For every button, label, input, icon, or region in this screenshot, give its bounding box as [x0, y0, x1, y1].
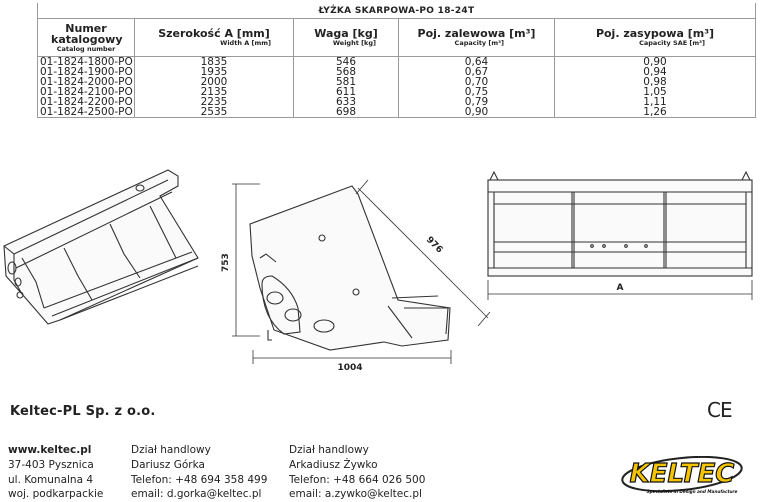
dim-depth-label: 1004 [337, 363, 362, 373]
address-region: woj. podkarpackie [8, 488, 104, 501]
bucket-isometric-view [3, 169, 199, 325]
dimension-lines [232, 179, 491, 364]
technical-drawing: 753 1004 976 A [3, 169, 753, 373]
table-cell: 1,11 [554, 97, 756, 107]
contact-sales-1: Dział handlowy Dariusz Górka Telefon: +4… [131, 443, 267, 502]
header-capacity: Poj. zalewowa [m³]Capacity [m³] [398, 18, 555, 57]
table-cell: 2535 [134, 107, 294, 118]
contact-phone[interactable]: Telefon: +48 694 358 499 [131, 473, 268, 486]
table-cell: 0,90 [554, 56, 756, 67]
contact-email[interactable]: email: d.gorka@keltec.pl [131, 488, 262, 501]
ce-mark: CE [707, 398, 733, 422]
logo-wordmark: KELTEC [630, 459, 735, 489]
dept-label: Dział handlowy [289, 444, 369, 456]
dimension-width [487, 280, 753, 300]
dim-diagonal-label: 976 [424, 235, 444, 255]
bucket-front-view [487, 170, 753, 277]
address-city: 37-403 Pysznica [8, 458, 94, 471]
dept-label: Dział handlowy [131, 444, 211, 456]
table-cell: 1,26 [554, 107, 756, 118]
table-cell: 01-1824-2500-PO [37, 107, 135, 118]
header-weight: Waga [kg]Weight [kg] [293, 18, 399, 57]
logo-tagline: Specialists in Design and Manufacture [647, 489, 738, 494]
contact-person: Dariusz Górka [131, 458, 205, 471]
company-name: Keltec-PL Sp. z o.o. [10, 404, 156, 419]
dim-height-label: 753 [221, 253, 231, 272]
header-width: Szerokość A [mm]Width A [mm] [134, 18, 294, 57]
table-title: ŁYŻKA SKARPOWA-PO 18-24T [37, 3, 756, 19]
dim-width-label: A [617, 283, 624, 293]
contact-email[interactable]: email: a.zywko@keltec.pl [289, 488, 422, 501]
spec-table: ŁYŻKA SKARPOWA-PO 18-24T Numer katalogow… [37, 3, 756, 118]
contact-phone[interactable]: Telefon: +48 664 026 500 [289, 473, 426, 486]
table-cell: 698 [293, 107, 399, 118]
table-cell: 0,94 [554, 67, 756, 77]
address-street: ul. Komunalna 4 [8, 473, 94, 486]
table-cell: 0,90 [398, 107, 555, 118]
contact-person: Arkadiusz Żywko [289, 458, 378, 471]
website-link[interactable]: www.keltec.pl [8, 444, 92, 456]
table-cell: 0,98 [554, 77, 756, 87]
bucket-side-view [249, 185, 451, 351]
table-cell: 1,05 [554, 87, 756, 97]
contact-address: www.keltec.pl 37-403 Pysznica ul. Komuna… [8, 443, 103, 502]
header-capacity-sae: Poj. zasypowa [m³]Capacity SAE [m³] [554, 18, 756, 57]
contact-sales-2: Dział handlowy Arkadiusz Żywko Telefon: … [289, 443, 425, 502]
keltec-logo: KELTEC Specialists in Design and Manufac… [621, 456, 743, 494]
